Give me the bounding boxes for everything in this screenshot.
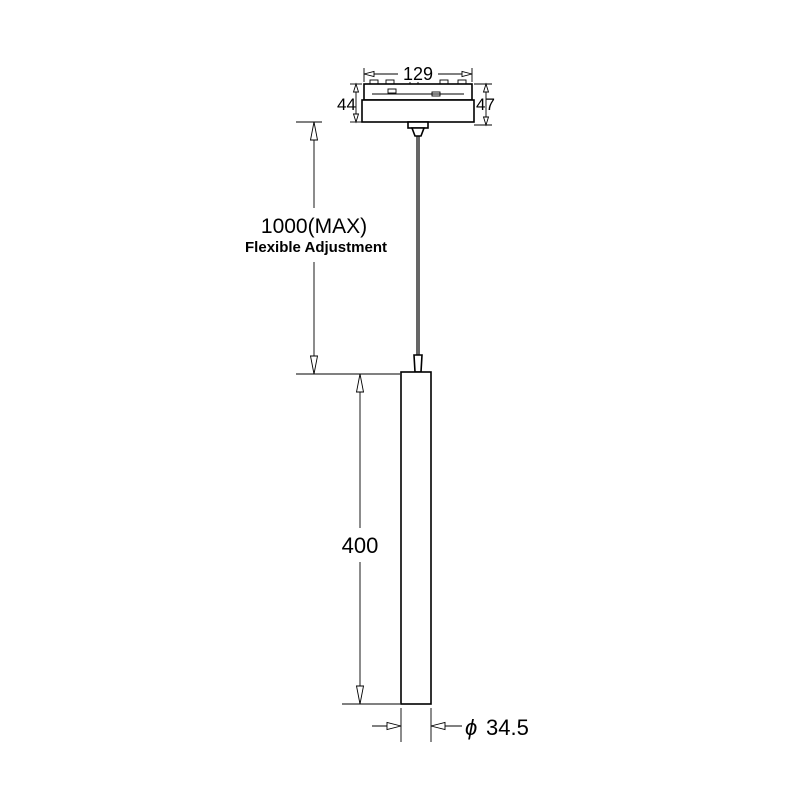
adapter-upper-body [363,83,473,101]
label-adapter-right-height: 47 [476,95,495,114]
cable-grip [410,127,426,137]
dimension-tube-length: 400 [342,373,400,705]
label-tube-diameter: 34.5 [486,715,529,740]
cable-fitting [407,121,429,129]
adapter-contact [369,79,379,85]
dimension-adapter-width: 129 [363,64,473,84]
label-tube-length: 400 [342,533,379,558]
label-diameter-symbol: ϕ [465,715,477,740]
adapter-contact [457,79,467,85]
label-cable-length: 1000(MAX) [261,215,367,238]
track-adapter [361,79,475,137]
dimension-adapter-right-height: 47 [474,82,495,127]
dimension-tube-diameter: ϕ 34.5 [372,708,529,742]
label-adapter-left-height: 44 [337,95,356,114]
dimension-adapter-left-height: 44 [337,82,362,124]
lamp-tube [400,371,432,705]
adapter-detail [387,88,397,94]
suspension-cable [413,136,423,373]
label-cable-note: Flexible Adjustment [245,239,387,256]
label-adapter-width: 129 [403,64,433,84]
adapter-contact [385,79,395,85]
adapter-contact [439,79,449,85]
adapter-base [361,99,475,123]
tube-cap [413,354,423,373]
dimension-cable-length: 1000(MAX) Flexible Adjustment [245,121,400,375]
